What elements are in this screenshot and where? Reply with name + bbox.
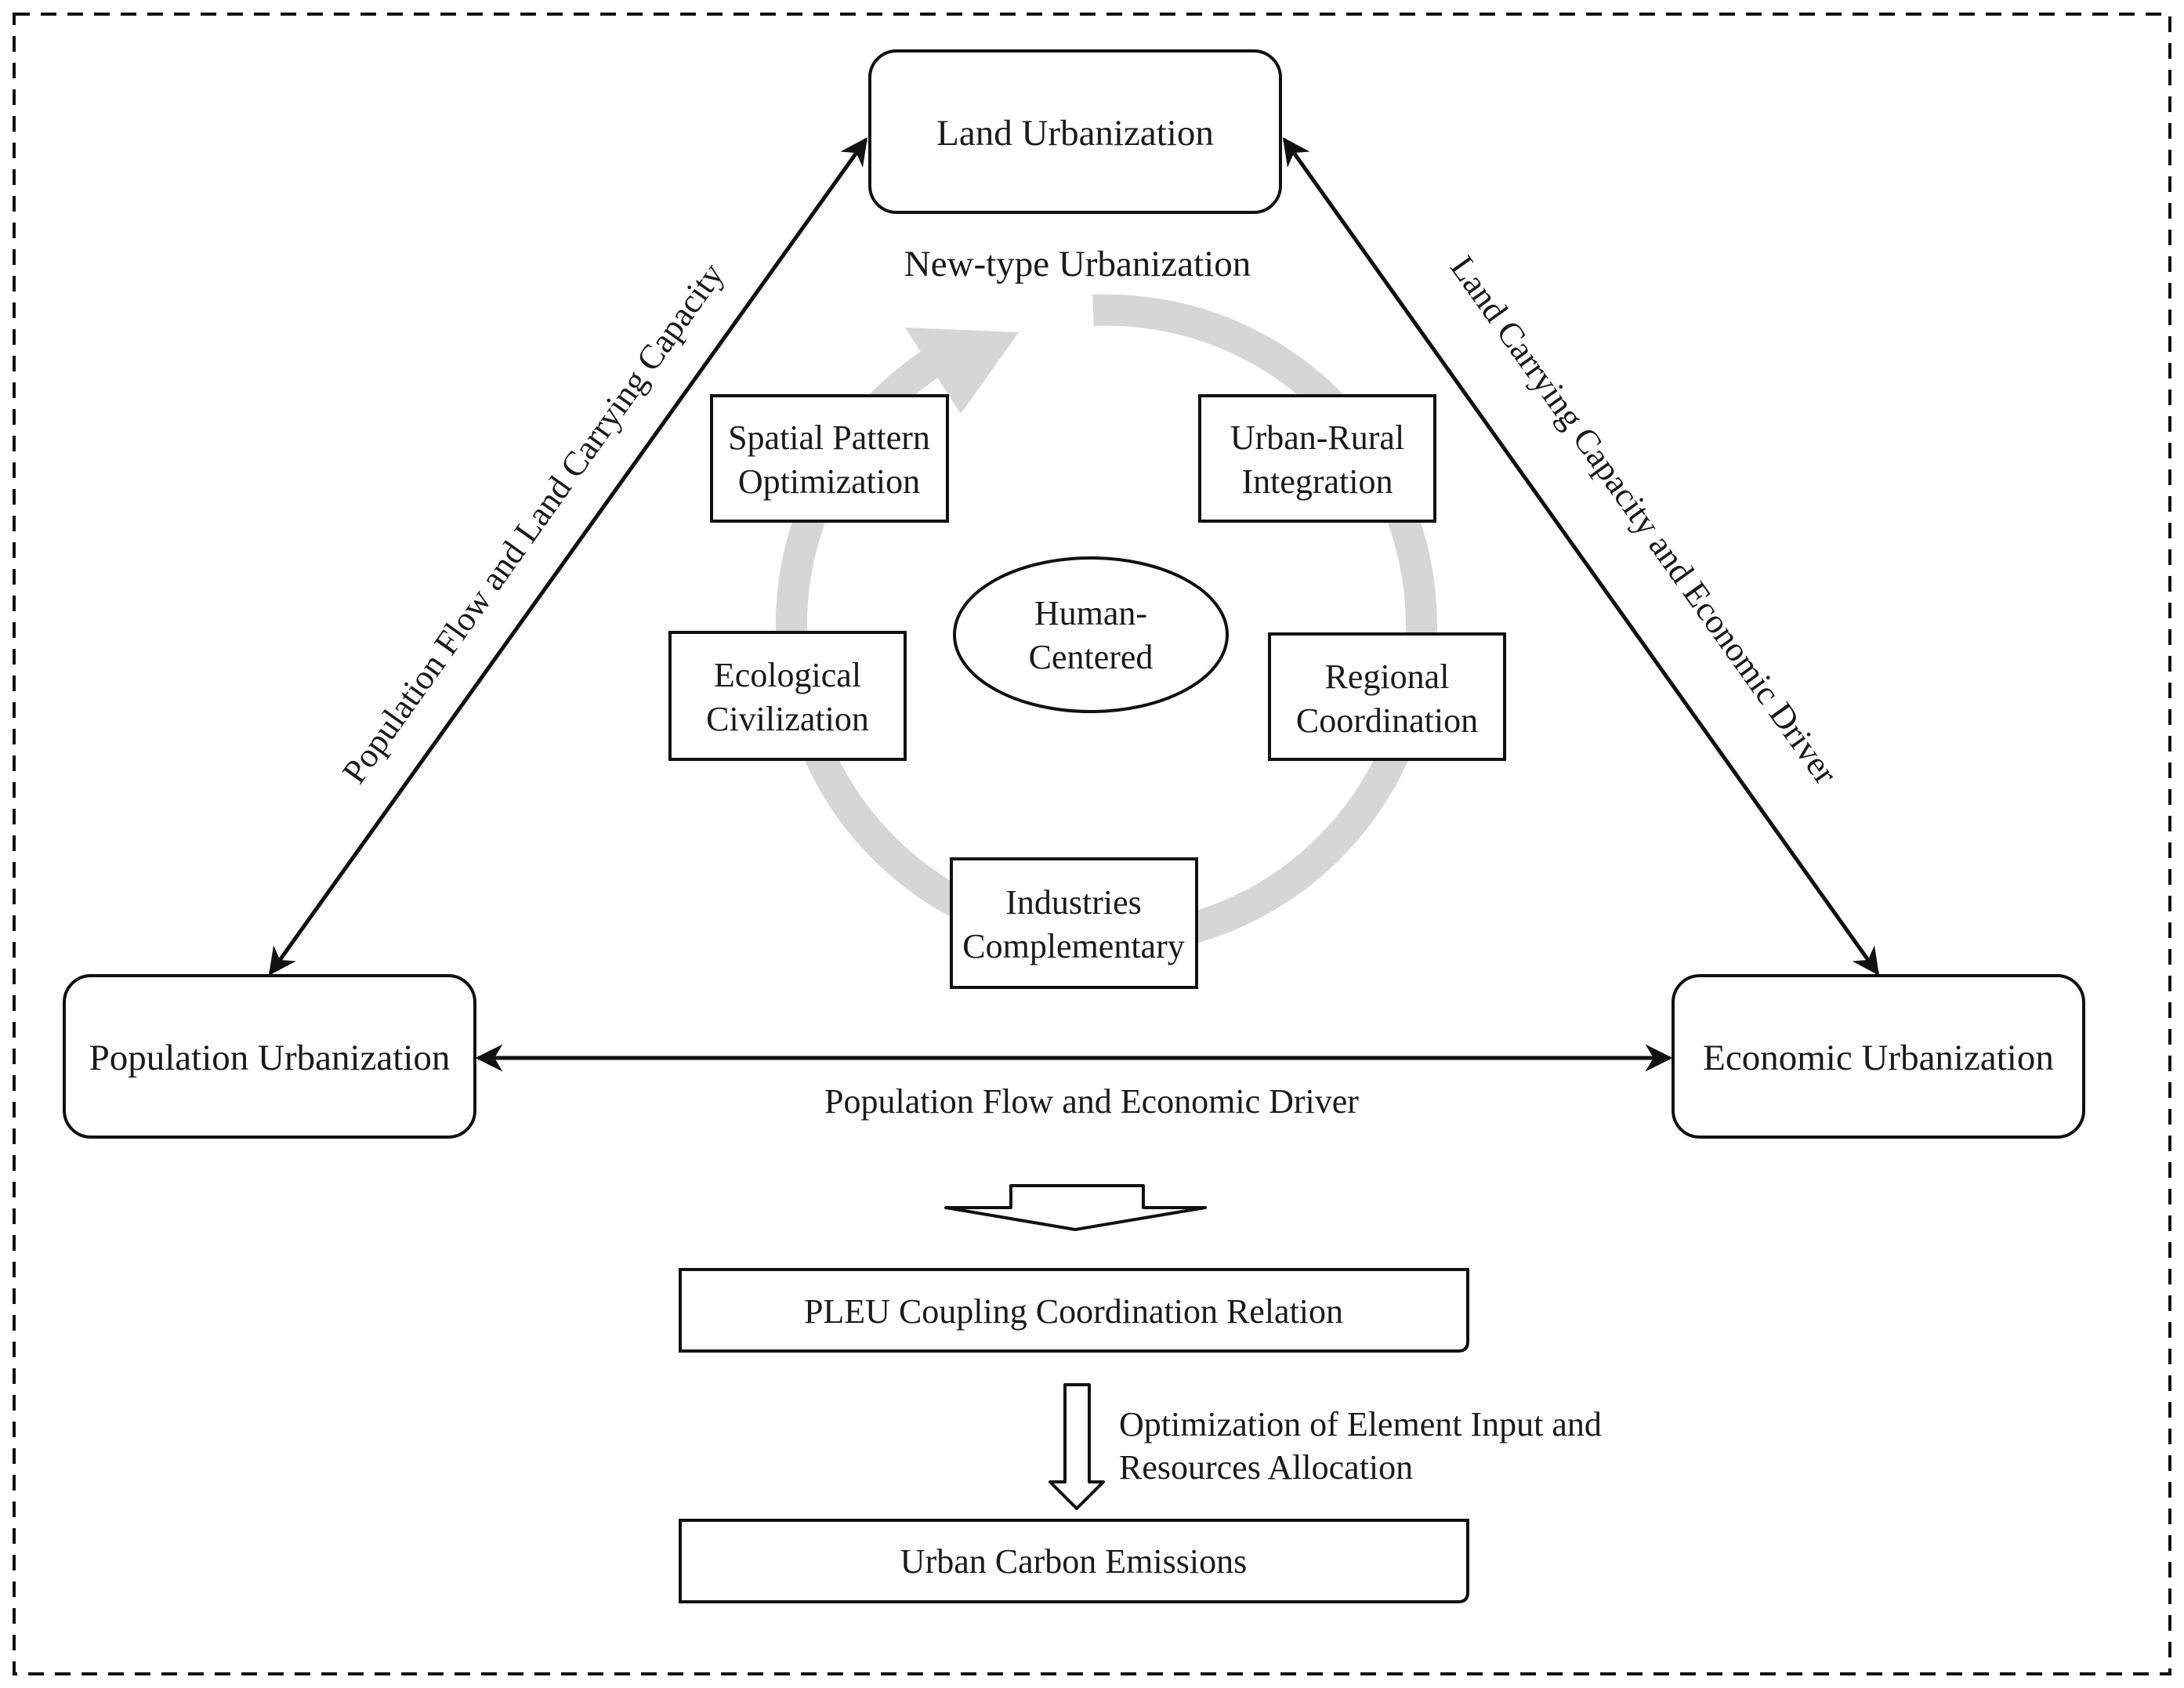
regional-line2: Coordination — [1296, 701, 1478, 740]
urban-rural-line2: Integration — [1241, 462, 1393, 501]
pleu-relation-label: PLEU Coupling Coordination Relation — [804, 1292, 1343, 1331]
optimization-label-line2: Resources Allocation — [1119, 1448, 1413, 1487]
dashed-frame — [13, 13, 2171, 1675]
hollow-down-arrow — [944, 1184, 1207, 1231]
hub-label-line2: Centered — [1029, 638, 1154, 676]
spatial-pattern-box: Spatial Pattern Optimization — [710, 394, 949, 523]
regional-coordination-box: Regional Coordination — [1268, 632, 1506, 761]
population-urbanization-label: Population Urbanization — [89, 1038, 451, 1078]
spatial-pattern-line2: Optimization — [738, 462, 920, 501]
ecological-line2: Civilization — [706, 700, 869, 738]
human-centered-hub: Human- Centered — [953, 556, 1229, 713]
urban-carbon-emissions-label: Urban Carbon Emissions — [900, 1542, 1247, 1581]
diagram-title: New-type Urbanization — [904, 244, 1251, 284]
bottom-edge-label: Population Flow and Economic Driver — [824, 1082, 1359, 1121]
left-edge-arrow — [268, 137, 868, 976]
population-urbanization-node: Population Urbanization — [63, 974, 476, 1139]
urban-rural-line1: Urban-Rural — [1230, 418, 1404, 457]
land-urbanization-node: Land Urbanization — [868, 49, 1282, 214]
land-urbanization-label: Land Urbanization — [936, 113, 1214, 154]
optimization-label-line1: Optimization of Element Input and — [1119, 1405, 1602, 1443]
right-edge-arrow — [1282, 137, 1880, 976]
regional-line1: Regional — [1325, 657, 1450, 696]
industries-line2: Complementary — [962, 927, 1185, 965]
industries-line1: Industries — [1005, 883, 1142, 922]
ecological-line1: Ecological — [714, 656, 861, 694]
cycle-arrowhead — [905, 328, 1019, 414]
ecological-civilization-box: Ecological Civilization — [668, 631, 907, 761]
economic-urbanization-label: Economic Urbanization — [1703, 1038, 2054, 1078]
optimization-down-arrow — [1049, 1383, 1105, 1510]
urban-rural-box: Urban-Rural Integration — [1198, 394, 1436, 523]
spatial-pattern-line1: Spatial Pattern — [728, 418, 930, 457]
urban-carbon-emissions-box: Urban Carbon Emissions — [679, 1519, 1469, 1603]
industries-complementary-box: Industries Complementary — [950, 857, 1198, 989]
hub-label-line1: Human- — [1034, 594, 1147, 632]
pleu-relation-box: PLEU Coupling Coordination Relation — [679, 1268, 1469, 1353]
economic-urbanization-node: Economic Urbanization — [1672, 974, 2085, 1139]
